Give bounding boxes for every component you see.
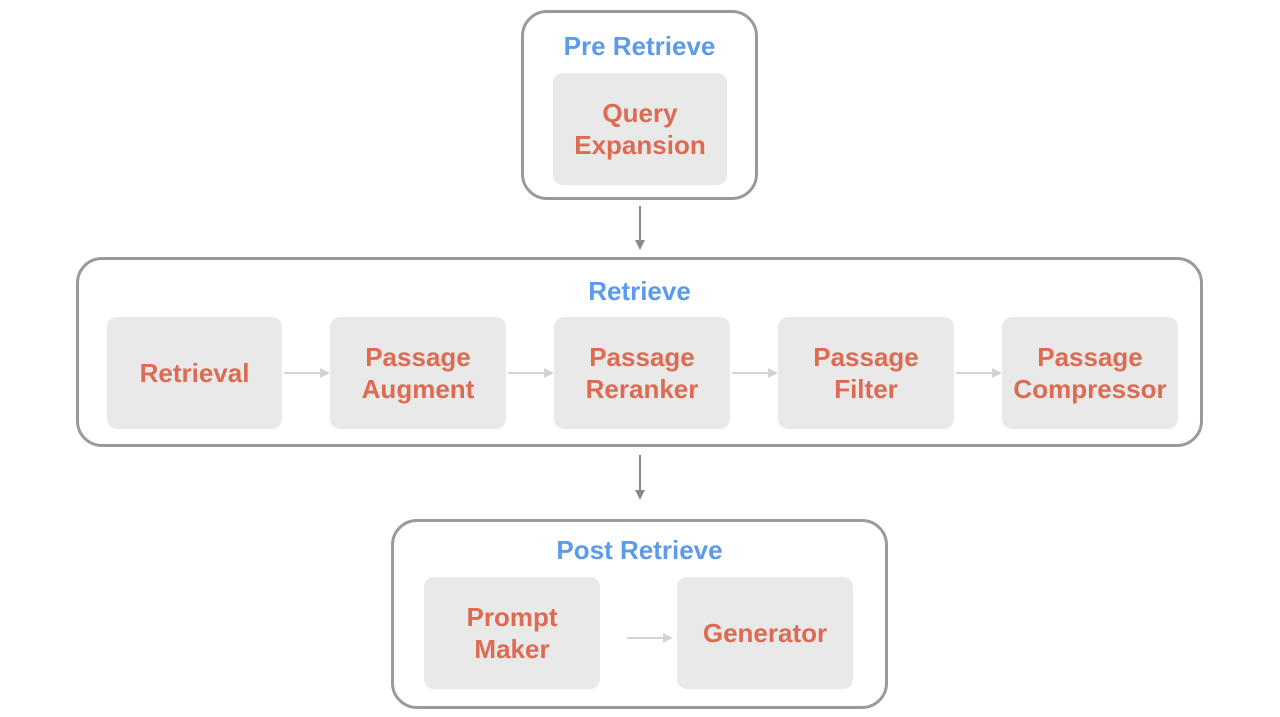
passage-compressor-module: Passage Compressor	[1002, 317, 1178, 429]
generator-module: Generator	[677, 577, 853, 689]
pre-retrieve-title: Pre Retrieve	[563, 31, 716, 61]
query-expansion-module: Query Expansion	[553, 73, 727, 185]
retrieval-module: Retrieval	[107, 317, 282, 429]
prompt-maker-module: Prompt Maker	[424, 577, 600, 689]
passage-reranker-module: Passage Reranker	[554, 317, 730, 429]
retrieve-title: Retrieve	[588, 276, 691, 306]
passage-filter-module: Passage Filter	[778, 317, 954, 429]
post-retrieve-title: Post Retrieve	[556, 535, 723, 565]
passage-augment-module: Passage Augment	[330, 317, 506, 429]
